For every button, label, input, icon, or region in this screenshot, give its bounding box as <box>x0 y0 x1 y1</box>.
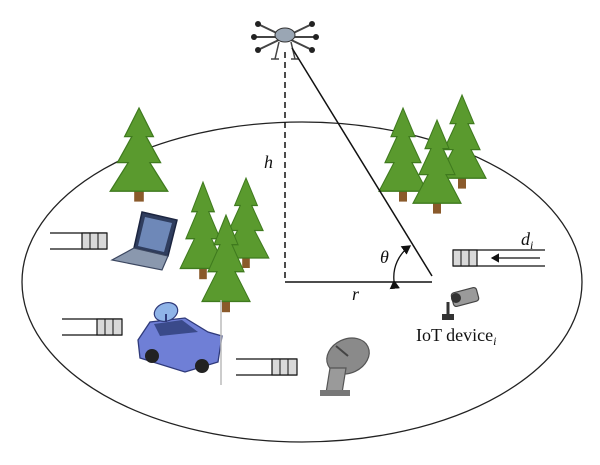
camera-icon <box>442 286 480 320</box>
coverage-area <box>21 121 583 443</box>
radius-label: r <box>352 284 360 304</box>
queue-buffer-icon <box>236 358 298 376</box>
los-line <box>291 47 433 277</box>
data-rate-label: di <box>521 229 533 252</box>
height-label: h <box>264 152 273 172</box>
queue-buffer-icon <box>452 249 545 267</box>
tree-icon <box>378 107 428 203</box>
angle-label: θ <box>380 247 389 267</box>
satellite-dish-icon <box>320 337 370 396</box>
drone-icon <box>251 21 319 60</box>
queue-buffer-icon <box>50 232 108 250</box>
laptop-icon <box>110 211 178 271</box>
tree-icon <box>109 107 169 203</box>
car-with-dish-icon <box>137 301 223 373</box>
device-label: IoT devicei <box>416 325 496 348</box>
angle-arc <box>389 245 412 290</box>
queue-buffer-icon <box>62 318 123 336</box>
